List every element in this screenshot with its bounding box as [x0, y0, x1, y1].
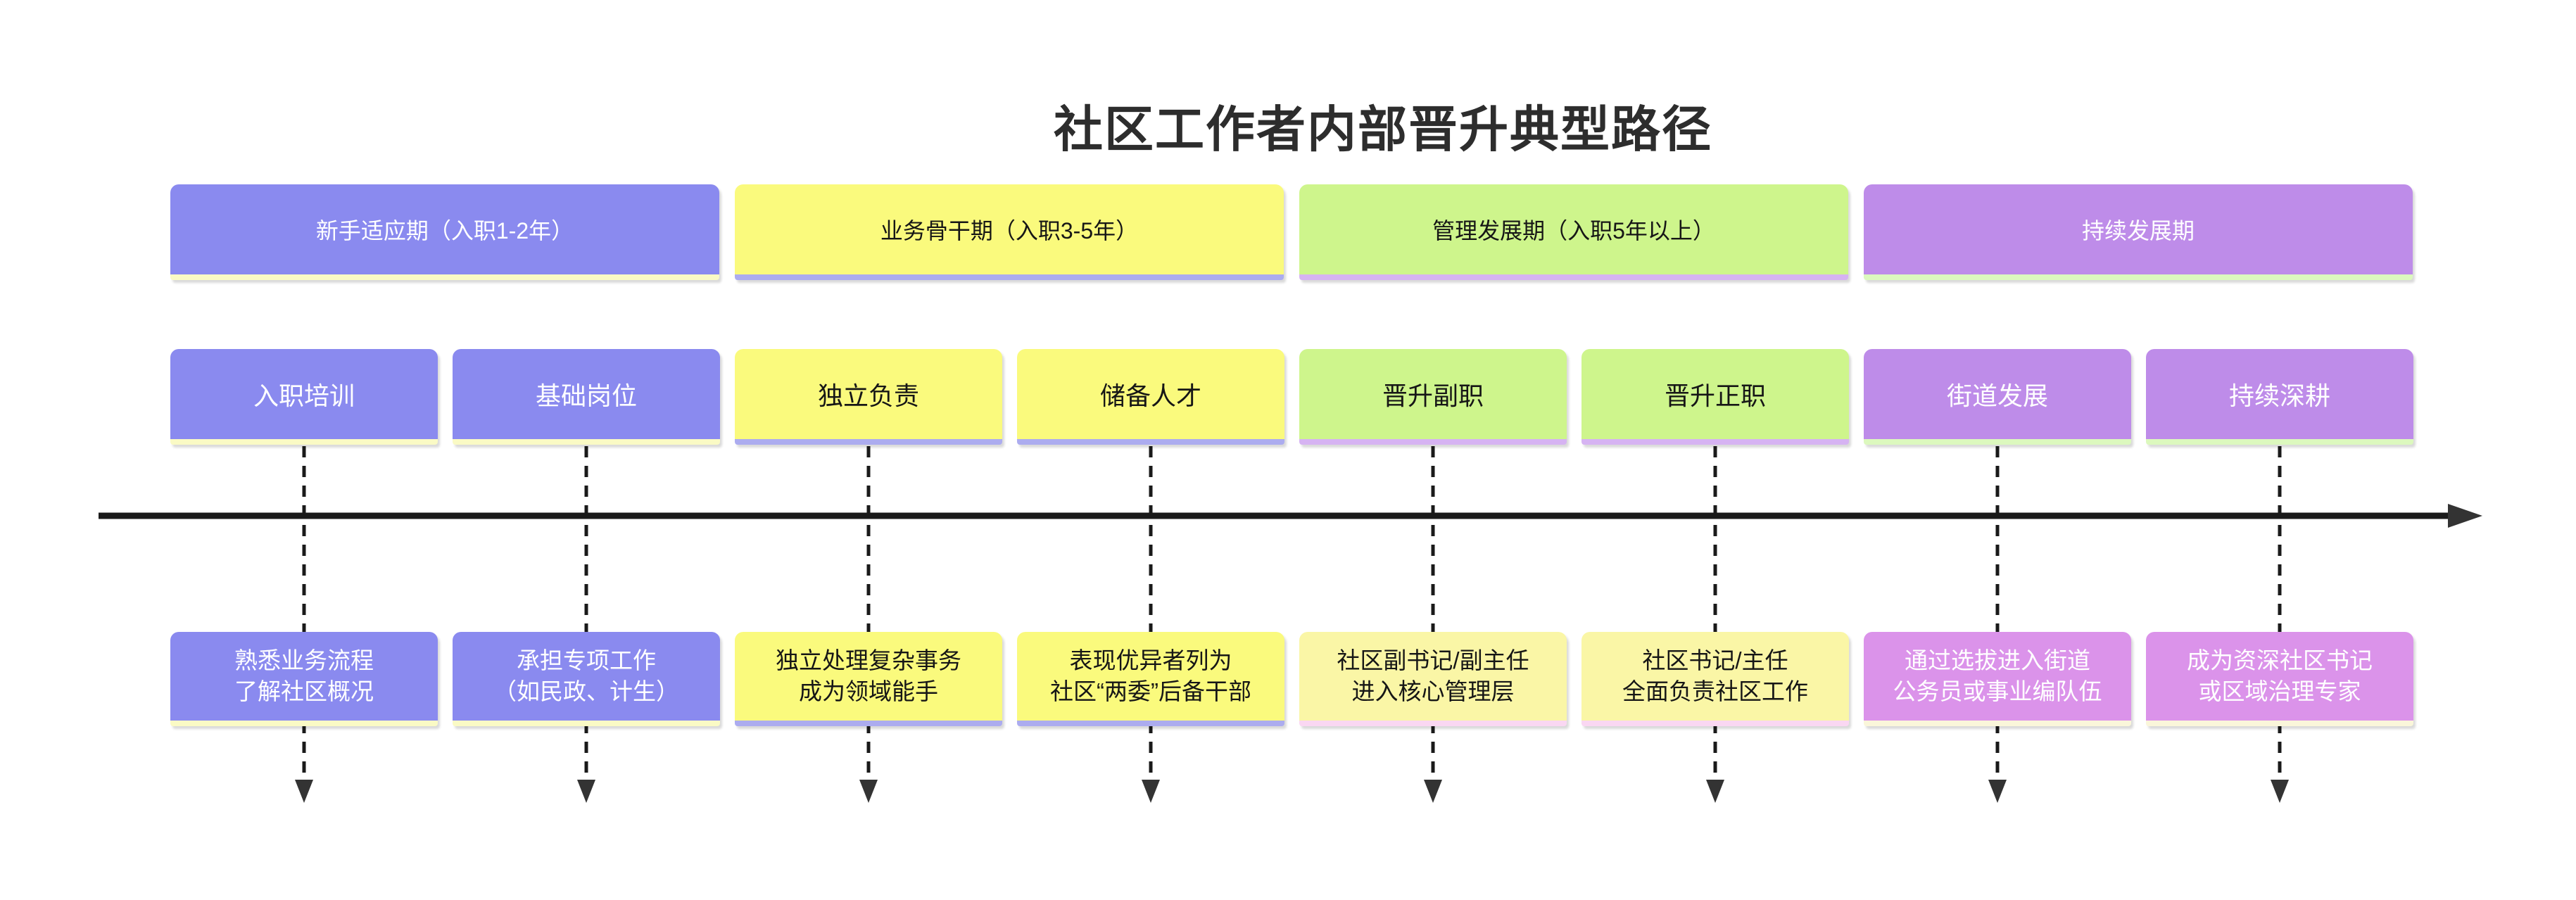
- timeline-arrow: [99, 504, 2482, 528]
- desc-line: 通过选拔进入街道: [1905, 647, 2090, 674]
- connector-dashed-line-3: [859, 446, 878, 803]
- stage-box-7: 街道发展: [1864, 349, 2131, 445]
- connector-dashed-line-1: [295, 446, 313, 803]
- stage-label: 入职培训: [253, 381, 355, 410]
- stage-box-3: 独立负责: [735, 349, 1002, 445]
- stage-box-1: 入职培训: [170, 349, 438, 445]
- desc-line: 社区书记/主任: [1642, 647, 1788, 674]
- desc-line: 公务员或事业编队伍: [1893, 678, 2102, 704]
- desc-box-1: 熟悉业务流程 了解社区概况: [170, 632, 438, 726]
- connector-dashed-line-2: [577, 446, 595, 803]
- desc-line: 成为资深社区书记: [2187, 647, 2373, 674]
- desc-line: 社区副书记/副主任: [1337, 647, 1529, 674]
- desc-line: 全面负责社区工作: [1622, 678, 1808, 704]
- connector-dashed-line-5: [1424, 446, 1442, 803]
- phase-label: 新手适应期（入职1-2年）: [315, 218, 574, 243]
- desc-box-2: 承担专项工作 （如民政、计生）: [453, 632, 720, 726]
- stage-label: 储备人才: [1099, 381, 1201, 410]
- phase-label: 业务骨干期（入职3-5年）: [880, 218, 1139, 243]
- stage-label: 街道发展: [1946, 381, 2048, 410]
- stage-box-6: 晋升正职: [1581, 349, 1849, 445]
- desc-line: 了解社区概况: [234, 678, 374, 704]
- desc-line: 表现优异者列为: [1069, 647, 1232, 674]
- phase-bar-backbone: 业务骨干期（入职3-5年）: [735, 184, 1284, 280]
- stage-label: 独立负责: [817, 381, 919, 410]
- stage-label: 基础岗位: [535, 381, 637, 410]
- desc-box-8: 成为资深社区书记 或区域治理专家: [2146, 632, 2413, 726]
- stage-box-2: 基础岗位: [453, 349, 720, 445]
- connector-dashed-line-8: [2271, 446, 2289, 803]
- stage-box-5: 晋升副职: [1299, 349, 1567, 445]
- desc-line: 独立处理复杂事务: [776, 647, 961, 674]
- phase-bar-management: 管理发展期（入职5年以上）: [1299, 184, 1848, 280]
- desc-line: 承担专项工作: [517, 647, 656, 674]
- desc-box-6: 社区书记/主任 全面负责社区工作: [1581, 632, 1849, 726]
- desc-box-7: 通过选拔进入街道 公务员或事业编队伍: [1864, 632, 2131, 726]
- desc-box-3: 独立处理复杂事务 成为领域能手: [735, 632, 1002, 726]
- stage-box-4: 储备人才: [1017, 349, 1284, 445]
- desc-line: （如民政、计生）: [493, 678, 679, 704]
- desc-line: 社区“两委”后备干部: [1050, 678, 1251, 704]
- page-title: 社区工作者内部晋升典型路径: [1054, 102, 1712, 157]
- desc-line: 熟悉业务流程: [234, 647, 374, 674]
- phase-label: 持续发展期: [2081, 218, 2195, 243]
- desc-box-4: 表现优异者列为 社区“两委”后备干部: [1017, 632, 1284, 726]
- desc-line: 进入核心管理层: [1351, 678, 1515, 704]
- connector-dashed-line-7: [1988, 446, 2007, 803]
- connector-dashed-line-6: [1706, 446, 1724, 803]
- stage-label: 晋升副职: [1382, 381, 1484, 410]
- desc-box-5: 社区副书记/副主任 进入核心管理层: [1299, 632, 1567, 726]
- stage-box-8: 持续深耕: [2146, 349, 2413, 445]
- stage-label: 持续深耕: [2228, 381, 2330, 410]
- connector-dashed-line-4: [1142, 446, 1160, 803]
- desc-line: 或区域治理专家: [2198, 678, 2361, 704]
- phase-bar-novice: 新手适应期（入职1-2年）: [170, 184, 719, 280]
- desc-line: 成为领域能手: [799, 678, 938, 704]
- stage-label: 晋升正职: [1664, 381, 1766, 410]
- phase-label: 管理发展期（入职5年以上）: [1432, 218, 1715, 243]
- phase-bar-continuous: 持续发展期: [1864, 184, 2413, 280]
